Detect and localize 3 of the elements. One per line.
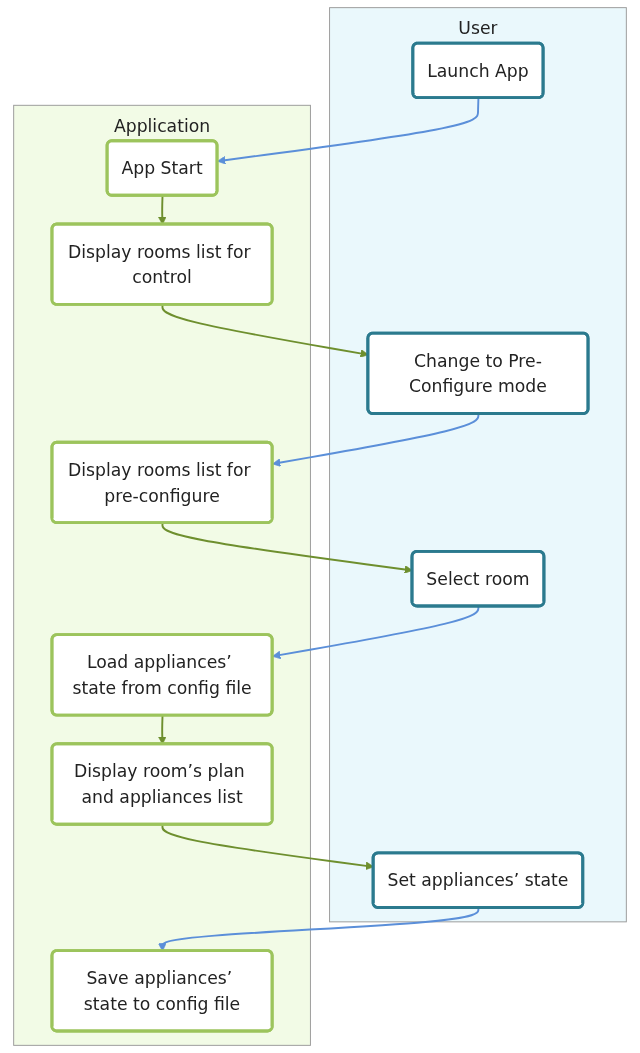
arrow [217, 97, 480, 165]
arrow [272, 413, 480, 467]
arrow [272, 605, 480, 660]
